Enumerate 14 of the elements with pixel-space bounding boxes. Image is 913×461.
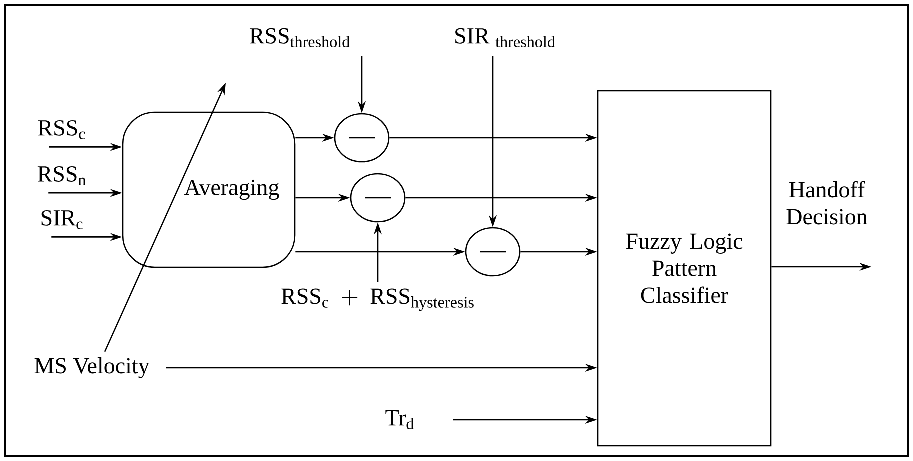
output-label: Handoff Decision [786,181,868,225]
averaging-box: Averaging [122,112,296,268]
signal-label: SIR$_{c}$ [42,210,83,230]
signal-label: $\mathrm{RSS}_{\mathrm{threshold}}$ [250,28,350,48]
signal-label: Tr$_{d}$ [386,410,414,430]
signal-label: $\mathrm{RSS}_{\mathrm{c}}\ +\ \mathrm{RSS}_{\mathrm{hysteresis}}$ [282,288,474,312]
classifier-box: Fuzzy Logic Pattern Classifier [597,90,772,447]
subtractor-circle [334,113,390,163]
signal-label: RSS$_{c}$ [38,120,86,140]
signal-label: $\mathrm{SIR}\ _{\mathrm{threshold}}$ [456,28,556,48]
subtractor-circle [350,173,406,223]
signal-label: MS Velocity [34,358,150,378]
subtractor-circle [465,227,521,277]
signal-label: RSS$_{n}$ [38,166,86,186]
